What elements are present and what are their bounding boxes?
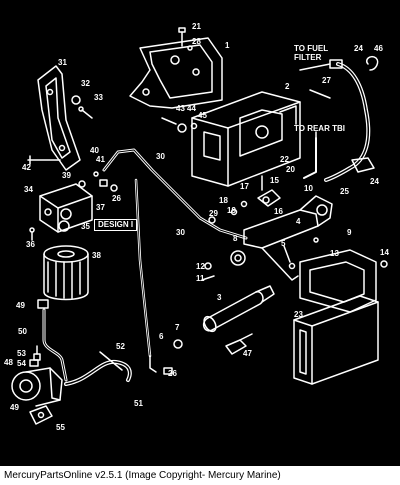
callout-49-top: 49 [16,301,25,310]
callout-2: 2 [285,82,290,91]
callout-14: 14 [380,248,389,257]
callout-24-bottom: 24 [370,177,379,186]
image-copyright-caption: MercuryPartsOnline v2.5.1 (Image Copyrig… [4,470,281,481]
mount-part-55 [29,405,53,425]
callout-52: 52 [116,342,125,351]
cover-part-23 [293,295,379,385]
callout-4: 4 [296,217,301,226]
fitting-part-36 [29,227,35,241]
callout-6: 6 [159,332,164,341]
callout-37: 37 [96,203,105,212]
callout-8: 8 [233,234,238,243]
callout-25: 25 [340,187,349,196]
note-to-fuel-line2: FILTER [294,53,322,62]
note-to-fuel-line1: TO FUEL [294,44,329,53]
bolt-part-42 [27,155,61,165]
callout-53: 53 [17,349,26,358]
callout-13: 13 [330,249,339,258]
bracket-part-13 [299,249,388,313]
callout-21: 21 [192,22,201,31]
fittings-part-6 [149,339,183,375]
callout-38: 38 [92,251,101,260]
hose-part-24 [324,59,375,182]
callout-11: 11 [196,274,205,283]
cap-part-35 [58,220,70,232]
callout-22: 22 [280,155,289,164]
bolt-part-21 [178,27,193,51]
callout-34: 34 [24,185,33,194]
callout-26-top: 26 [112,194,121,203]
callout-45: 45 [198,111,207,120]
note-arrows [299,63,331,141]
callout-19: 19 [227,206,236,215]
washer-part-32 [71,95,93,119]
fitting-part-53 [33,345,41,361]
hardware-part-15 [208,175,281,224]
callout-32: 32 [81,79,90,88]
hardware-part-12 [201,262,215,281]
callout-10: 10 [304,184,313,193]
fuel-line-part-30 [102,148,248,358]
callout-26-bottom: 26 [168,369,177,378]
callout-28: 28 [192,37,201,46]
callout-24-top: 24 [354,44,363,53]
callout-48: 48 [4,358,13,367]
callout-33: 33 [94,93,103,102]
callout-47: 47 [243,349,252,358]
callout-15: 15 [270,176,279,185]
callout-18: 18 [219,196,228,205]
hose-part-51 [64,359,132,386]
callout-9: 9 [347,228,352,237]
callout-27: 27 [322,76,331,85]
callout-43: 43 [176,104,185,113]
callout-17: 17 [240,182,249,191]
note-to-fuel-filter: TO FUEL FILTER [294,44,328,62]
callout-39: 39 [62,171,71,180]
fuel-filter-part-38 [43,245,89,301]
callout-30-bottom: 30 [176,228,185,237]
fuel-pump-part-48 [11,359,63,407]
pump-part-3 [202,285,275,333]
callout-36: 36 [26,240,35,249]
callout-50: 50 [18,327,27,336]
callout-31: 31 [58,58,67,67]
callout-3: 3 [217,293,222,302]
callout-46: 46 [374,44,383,53]
design-label-box: DESIGN I [94,219,138,231]
callout-55: 55 [56,423,65,432]
callout-29: 29 [209,209,218,218]
callout-7: 7 [175,323,180,332]
nozzle-part-47 [225,333,253,355]
callout-35: 35 [81,222,90,231]
callout-12: 12 [196,262,205,271]
callout-16: 16 [274,207,283,216]
bracket-part-31 [37,65,81,171]
callout-20: 20 [286,165,295,174]
callout-41: 41 [96,155,105,164]
callout-1: 1 [225,41,230,50]
callout-5: 5 [281,239,286,248]
hardware-part-43 [161,117,198,133]
callout-51: 51 [134,399,143,408]
callout-44: 44 [187,104,196,113]
fittings-part-39 [78,171,118,192]
bolt-part-27 [309,89,331,99]
callout-54: 54 [17,359,26,368]
callout-23: 23 [294,310,303,319]
parts-diagram: TO FUEL FILTER TO REAR TBI DESIGN I 1 2 … [0,0,400,466]
clip-part-46 [365,55,379,71]
hose-part-50 [37,299,68,382]
line-to-rear-tbi [303,137,317,179]
callout-30-top: 30 [156,152,165,161]
housing-part-2 [191,91,301,187]
bracket-part-1 [129,37,223,109]
callout-42: 42 [22,163,31,172]
diagram-artwork [11,27,388,425]
regulator-part-4 [230,195,333,281]
note-to-rear-tbi: TO REAR TBI [294,124,345,133]
rod-part-52 [99,351,123,371]
callout-40: 40 [90,146,99,155]
callout-49-bottom: 49 [10,403,19,412]
filter-base-part-34 [39,183,93,233]
